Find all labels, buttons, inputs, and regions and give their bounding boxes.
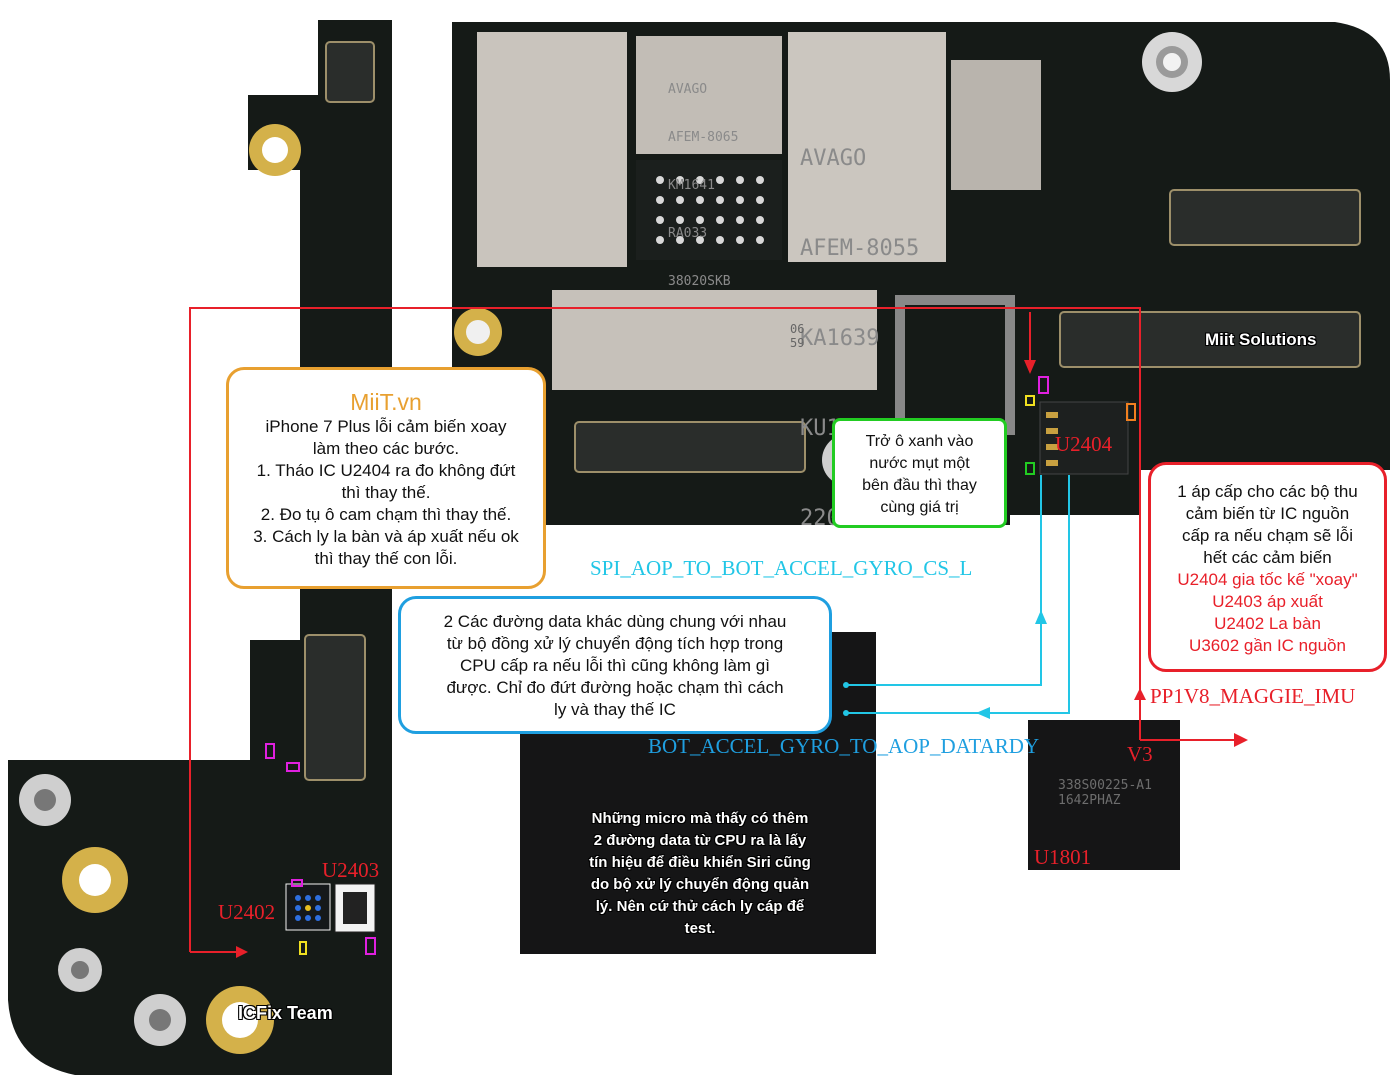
ref-v3: V3 bbox=[1127, 742, 1153, 766]
marker-magenta-5 bbox=[291, 879, 303, 887]
shield-left bbox=[477, 32, 627, 267]
cpu-note: Những micro mà thấy có thêm 2 đường data… bbox=[589, 810, 811, 937]
marker-yellow-2 bbox=[299, 941, 307, 955]
miit-solutions-watermark: Miit Solutions bbox=[1205, 330, 1317, 349]
mid-chip-marking: 06 59 bbox=[790, 322, 805, 350]
marker-magenta-2 bbox=[265, 743, 275, 759]
ref-u1801: U1801 bbox=[1034, 845, 1092, 869]
avago-big-chip bbox=[788, 32, 946, 262]
miit-callout: MiiT.vn iPhone 7 Plus lỗi cảm biến xoay … bbox=[226, 367, 546, 589]
ref-u2403: U2403 bbox=[322, 858, 380, 882]
u1801-chip bbox=[1028, 720, 1180, 870]
arrow-head-power-3 bbox=[1234, 733, 1248, 747]
marker-magenta-4 bbox=[365, 937, 376, 955]
marker-orange-1 bbox=[1126, 403, 1136, 421]
green-callout: Trở ô xanh vào nước mụt một bên đầu thì … bbox=[832, 418, 1007, 528]
u1801-marking: 338S00225-A1 1642PHAZ bbox=[1058, 778, 1152, 808]
icfix-watermark: ICFix Team bbox=[238, 1003, 333, 1023]
mid-silver-chip bbox=[552, 290, 877, 390]
net-spi-cs: SPI_AOP_TO_BOT_ACCEL_GYRO_CS_L bbox=[590, 556, 973, 580]
marker-green-1 bbox=[1025, 462, 1035, 475]
miit-brand: MiiT.vn bbox=[350, 389, 422, 415]
red-callout: 1 áp cấp cho các bộ thu cảm biến từ IC n… bbox=[1148, 462, 1387, 672]
connectors bbox=[304, 41, 1361, 781]
net-datardy: BOT_ACCEL_GYRO_TO_AOP_DATARDY bbox=[648, 734, 1040, 758]
bga-ball-grid bbox=[656, 176, 764, 244]
data-traces bbox=[846, 475, 1070, 714]
arrow-head-power-1 bbox=[1024, 360, 1036, 374]
u2402-balls bbox=[295, 895, 321, 921]
ref-u2402: U2402 bbox=[218, 900, 276, 924]
avago-small-chip bbox=[636, 36, 782, 154]
arrow-head-power-2 bbox=[236, 946, 248, 958]
u2402-chip bbox=[285, 883, 331, 931]
power-trace bbox=[189, 307, 1236, 953]
arrow-head-power-4 bbox=[1134, 688, 1146, 700]
marker-magenta-1 bbox=[1038, 376, 1049, 394]
ref-u2404: U2404 bbox=[1055, 432, 1113, 456]
cyan-arrow-up bbox=[1035, 610, 1047, 624]
avago-small-marking: AVAGO AFEM-8065 KM1641 RA033 38020SKB bbox=[668, 82, 739, 289]
net-power: PP1V8_MAGGIE_IMU bbox=[1150, 684, 1356, 708]
blue-callout: 2 Các đường data khác dùng chung với nha… bbox=[398, 596, 832, 734]
marker-yellow-1 bbox=[1025, 395, 1035, 406]
marker-magenta-3 bbox=[286, 762, 300, 772]
shield-right-chip bbox=[951, 60, 1041, 190]
cyan-arrow-left bbox=[976, 707, 990, 719]
board-left-strip bbox=[8, 20, 392, 1075]
u2404-pads bbox=[1046, 412, 1058, 466]
